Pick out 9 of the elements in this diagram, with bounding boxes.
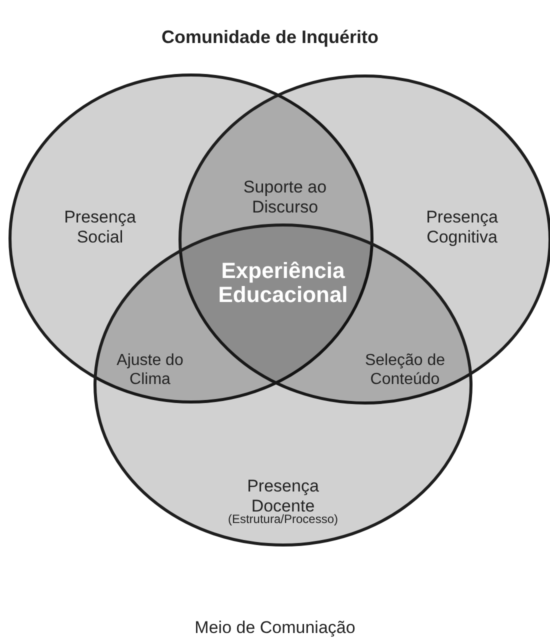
overlap-label: Suporte ao Discurso — [242, 178, 328, 218]
diagram-title: Comunidade de Inquérito — [162, 27, 378, 49]
circle-label: Presença Social — [63, 208, 137, 248]
overlap-label: Ajuste do Clima — [116, 350, 184, 390]
caption: Meio de Comuniação — [194, 618, 356, 638]
center-label: Experiência Educacional — [217, 258, 349, 308]
circle-sublabel: (Estrutura/Processo) — [226, 512, 340, 526]
overlap-label: Seleção de Conteúdo — [364, 350, 446, 390]
circle-label: Presença Cognitiva — [425, 208, 499, 248]
